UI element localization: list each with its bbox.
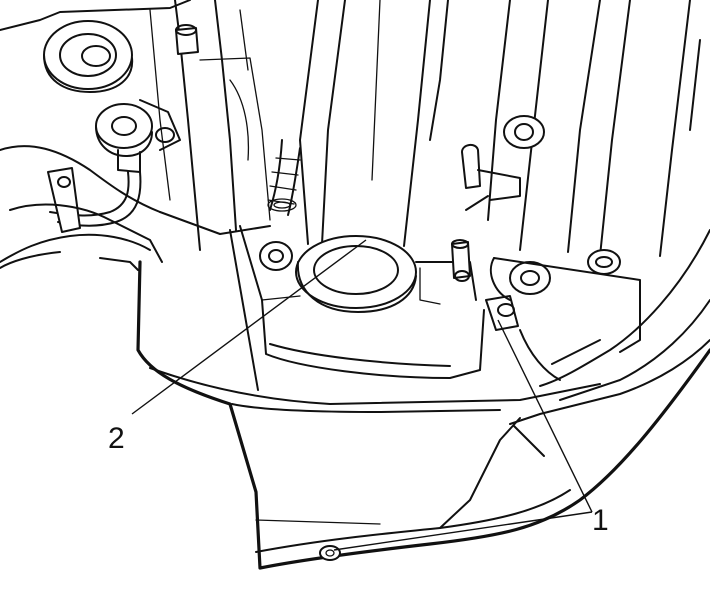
central-shaft	[229, 0, 519, 391]
leader-lines	[131, 239, 593, 551]
leader-2	[131, 239, 367, 415]
splash-shield	[136, 260, 710, 570]
upper-left-bracket	[0, 0, 271, 271]
leader-1b	[333, 511, 593, 551]
right-frame	[461, 0, 710, 457]
leader-1a	[497, 319, 593, 513]
callout-label-1: 1	[592, 504, 609, 537]
callout-label-2: 2	[108, 422, 125, 455]
